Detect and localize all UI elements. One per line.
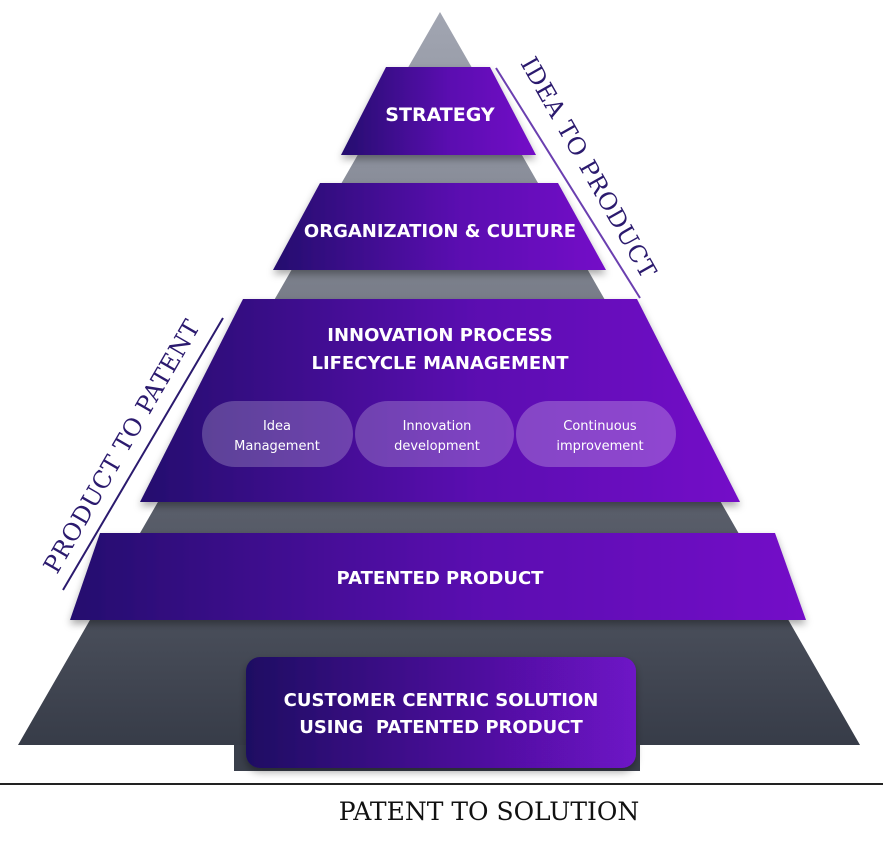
innovation-process-label: INNOVATION PROCESS xyxy=(327,325,552,346)
pill-continuous-improvement-bg xyxy=(516,401,676,467)
band-strategy xyxy=(341,67,536,155)
product-to-patent-underline xyxy=(62,317,224,591)
pill-idea-management-line2: Management xyxy=(234,439,320,454)
pill-innovation-development-line2: development xyxy=(394,439,480,454)
customer-centric-label-line1: CUSTOMER CENTRIC SOLUTION xyxy=(284,690,599,711)
strategy-label: STRATEGY xyxy=(385,104,495,126)
pill-continuous-improvement-line2: improvement xyxy=(556,439,643,454)
pill-innovation-development: Innovation development xyxy=(355,401,514,467)
patented-product-label: PATENTED PRODUCT xyxy=(337,568,545,589)
pill-idea-management-bg xyxy=(202,401,353,467)
pill-continuous-improvement-line1: Continuous xyxy=(563,419,637,434)
pill-innovation-development-line1: Innovation xyxy=(403,419,472,434)
organization-culture-label: ORGANIZATION & CULTURE xyxy=(304,221,576,242)
band-innovation-process xyxy=(140,299,740,502)
footer-label: PATENT TO SOLUTION xyxy=(339,797,640,826)
pill-continuous-improvement: Continuous improvement xyxy=(516,401,676,467)
band-organization-culture xyxy=(273,183,606,270)
pill-idea-management-line1: Idea xyxy=(263,419,291,434)
box-customer-centric-solution xyxy=(246,657,636,768)
band-patented-product xyxy=(70,533,806,620)
pill-idea-management: Idea Management xyxy=(202,401,353,467)
pill-innovation-development-bg xyxy=(355,401,514,467)
idea-to-product-underline xyxy=(495,67,641,299)
customer-centric-label-line2: USING PATENTED PRODUCT xyxy=(299,717,583,738)
lifecycle-management-label: LIFECYCLE MANAGEMENT xyxy=(311,353,569,374)
